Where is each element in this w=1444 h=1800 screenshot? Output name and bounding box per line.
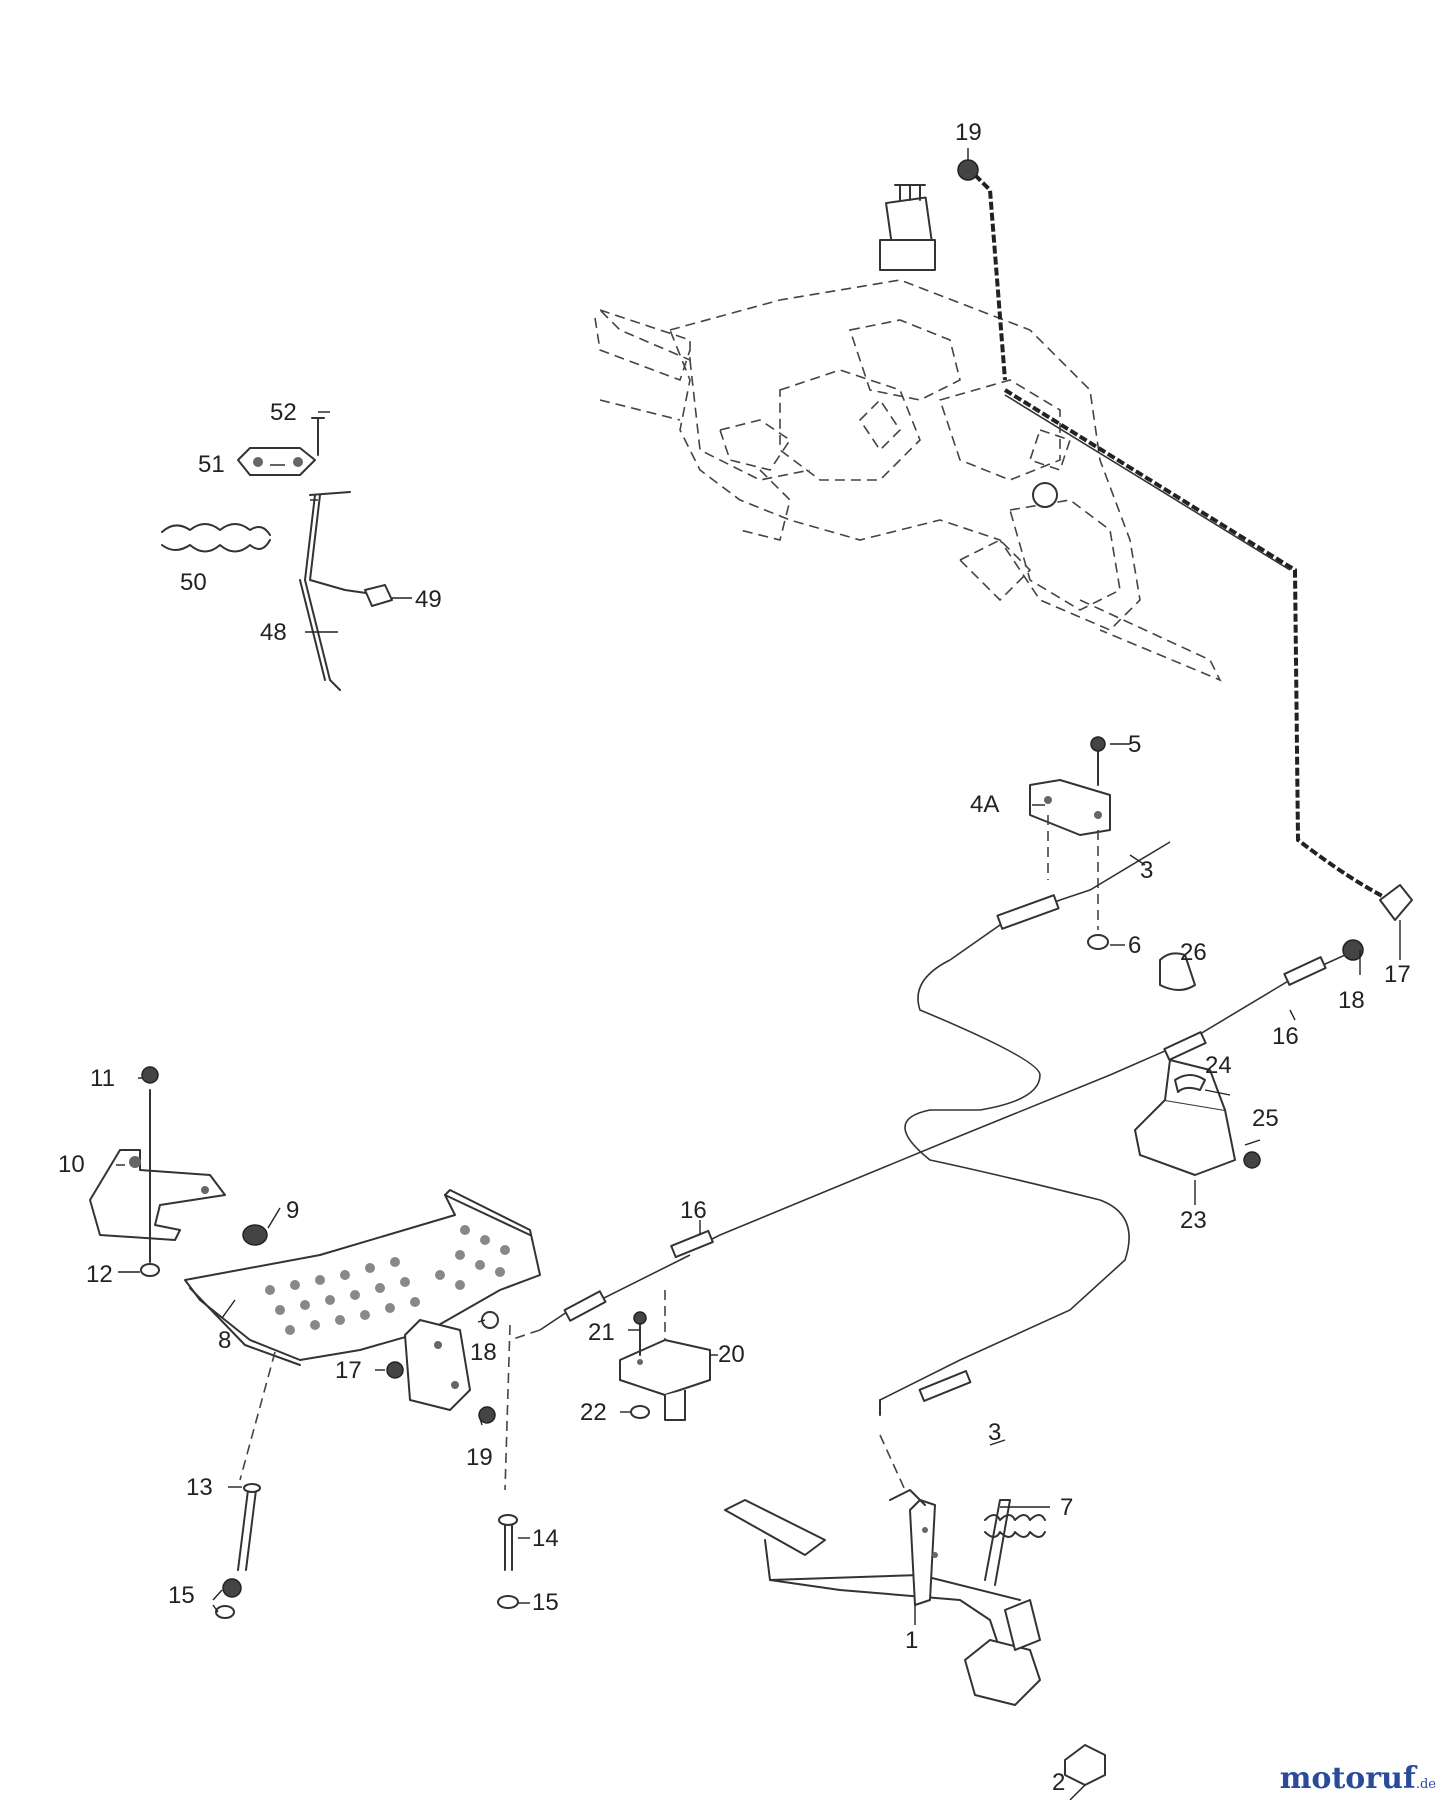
callout-16-lower: 16 [680, 1197, 707, 1224]
callout-14: 14 [532, 1525, 559, 1552]
footrest-plate-8 [184, 1189, 541, 1491]
callout-6: 6 [1128, 932, 1141, 959]
callout-11: 11 [90, 1065, 115, 1092]
cable-3-upper [879, 841, 1171, 1416]
callout-22: 22 [580, 1399, 607, 1426]
callout-4a: 4A [970, 791, 999, 818]
callout-23: 23 [1180, 1207, 1207, 1234]
part-19-nut-top [957, 159, 979, 181]
callout-17-lower: 17 [335, 1357, 362, 1384]
callout-18-right: 18 [1338, 987, 1365, 1014]
bolts-13-14-15 [215, 1483, 519, 1619]
callout-51: 51 [198, 451, 225, 478]
park-brake-linkage [161, 417, 393, 691]
callout-8: 8 [218, 1327, 231, 1354]
callout-19-top: 19 [955, 119, 982, 146]
bracket-4a-assembly [1029, 736, 1111, 950]
callout-50: 50 [180, 569, 207, 596]
callout-21: 21 [588, 1319, 615, 1346]
callout-2: 2 [1052, 1769, 1065, 1796]
callout-19-lower: 19 [466, 1444, 493, 1471]
callout-1: 1 [905, 1627, 918, 1654]
leader-lines [116, 148, 1401, 1800]
transaxle-assembly [594, 184, 1222, 682]
callout-7: 7 [1060, 1494, 1073, 1521]
callout-5: 5 [1128, 731, 1141, 758]
callout-3-upper: 3 [1140, 857, 1153, 884]
callout-16-right: 16 [1272, 1023, 1299, 1050]
callout-17-right: 17 [1384, 961, 1411, 988]
callout-24: 24 [1205, 1052, 1232, 1079]
callout-labels: 19 52 51 50 49 48 5 4A 3 6 26 17 18 16 2… [58, 119, 1411, 1796]
callout-48: 48 [260, 619, 287, 646]
callout-18-lower: 18 [470, 1339, 497, 1366]
callout-25: 25 [1252, 1105, 1279, 1132]
bracket-23-assembly [1134, 952, 1261, 1176]
callout-3-lower: 3 [988, 1419, 1001, 1446]
brake-pedal-assembly [724, 1434, 1106, 1786]
cable-16-lower [509, 1074, 1111, 1341]
callout-52: 52 [270, 399, 297, 426]
callout-15-left: 15 [168, 1582, 195, 1609]
callout-15-right: 15 [532, 1589, 559, 1616]
bracket-10-assembly [89, 1066, 226, 1277]
callout-20: 20 [718, 1341, 745, 1368]
bracket-20-assembly [619, 1290, 711, 1421]
callout-49: 49 [415, 586, 442, 613]
callout-10: 10 [58, 1151, 85, 1178]
cable-16-assembly [1109, 884, 1413, 1076]
callout-12: 12 [86, 1261, 113, 1288]
callout-9: 9 [286, 1197, 299, 1224]
callout-26: 26 [1180, 939, 1207, 966]
watermark-logo: motoruf.de [1279, 1761, 1436, 1796]
callout-13: 13 [186, 1474, 213, 1501]
